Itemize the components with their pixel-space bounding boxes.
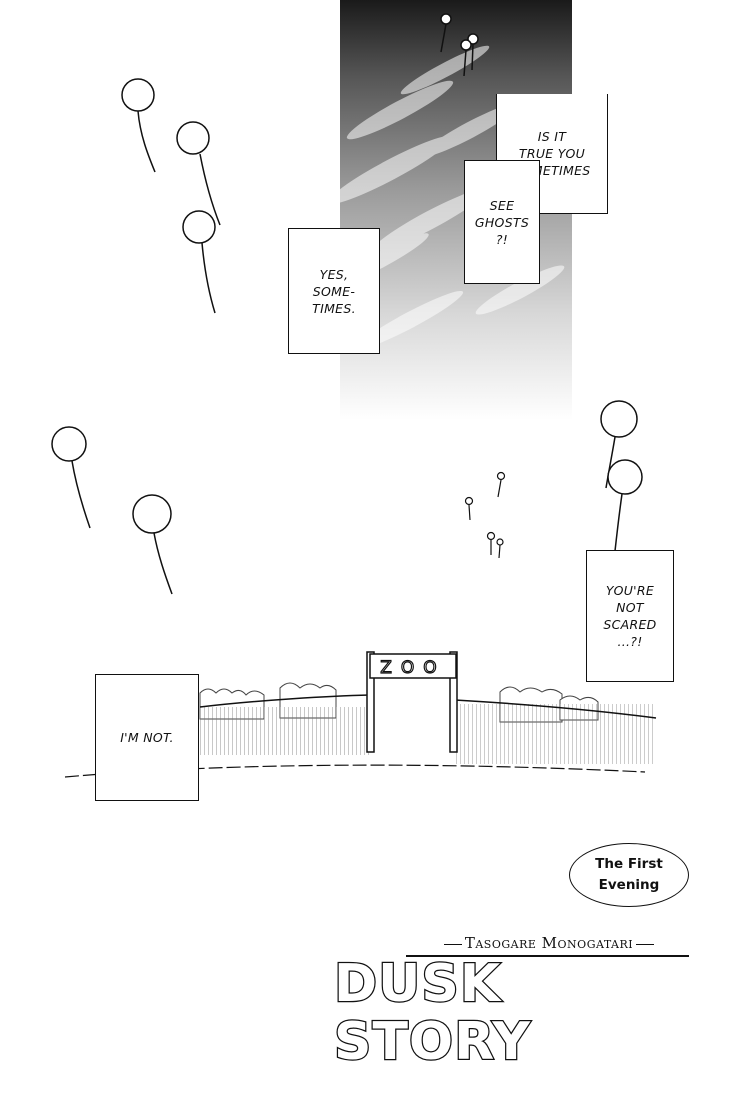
series-subtitle: Tasogare Monogatari [408, 934, 690, 952]
zoo-fence-scene: ZOO [64, 651, 657, 778]
speech-bubble-not-answer: I'M NOT. [95, 674, 199, 801]
speech-bubble-not-scared-question: YOU'RE NOT SCARED ...?! [586, 550, 674, 682]
chapter-title-badge: The First Evening [569, 843, 689, 907]
balloons-distant [464, 471, 506, 559]
speech-bubble-yes-answer: YES, SOME- TIMES. [288, 228, 380, 354]
zoo-sign-text: ZOO [380, 658, 445, 678]
balloons-right [600, 400, 643, 552]
balloons-small-top [440, 13, 479, 77]
chapter-title-line2: Evening [598, 877, 660, 893]
subtitle-rule-right [636, 943, 655, 945]
logo-rule [406, 955, 689, 957]
balloons-top-left [121, 78, 221, 314]
series-subtitle-text: Tasogare Monogatari [464, 934, 634, 952]
chapter-title-line1: The First [595, 856, 663, 872]
balloons-mid-left [51, 426, 173, 595]
speech-bubble-ghosts-question-bottom: SEE GHOSTS ?! [464, 160, 540, 284]
series-title-logo: DUSK STORY [333, 954, 531, 1073]
subtitle-rule-left [443, 943, 462, 945]
